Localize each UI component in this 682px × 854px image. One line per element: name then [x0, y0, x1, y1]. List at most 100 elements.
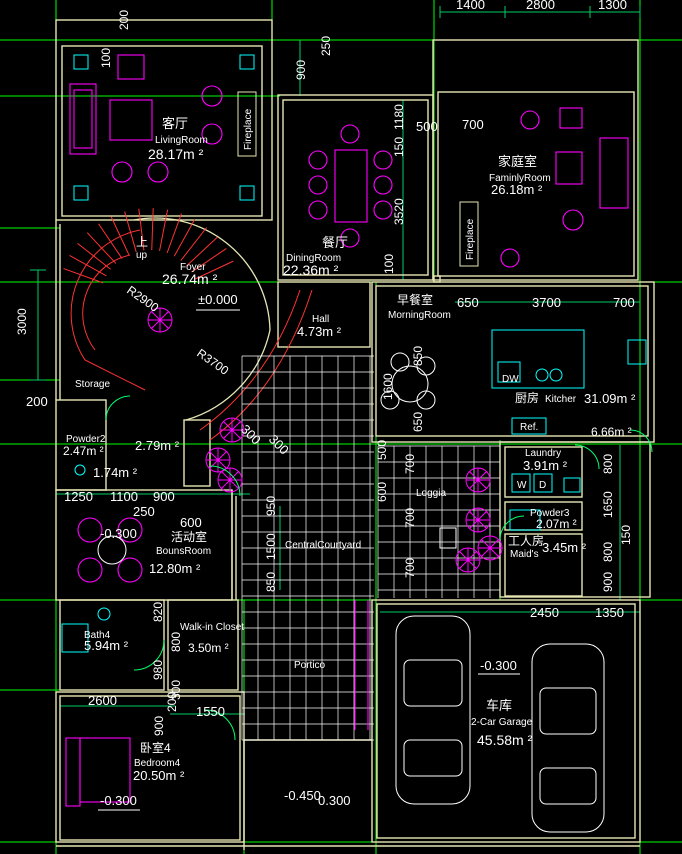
- living-area: 28.17m ²: [148, 146, 204, 162]
- stair-tread: [69, 254, 107, 277]
- plant-leaf: [159, 311, 169, 321]
- dim-600-bonus: 600: [180, 515, 202, 530]
- garage-cars: [395, 615, 605, 833]
- ref-label: Ref.: [520, 422, 538, 433]
- dim-800-maid: 800: [601, 542, 615, 562]
- dim-1550: 1550: [196, 704, 225, 719]
- dim-950: 950: [264, 496, 278, 516]
- hall-en: Hall: [312, 314, 329, 325]
- stair-tread: [195, 260, 234, 280]
- dining-cn: 餐厅: [322, 235, 348, 250]
- dim-200-top: 200: [117, 10, 131, 30]
- up-en: up: [136, 250, 148, 261]
- family-en: FaminlyRoom: [489, 173, 551, 184]
- dim-1600-morning: 1600: [381, 373, 395, 400]
- plant-leaf: [469, 519, 479, 529]
- walkin-en: Walk-in Closet: [180, 622, 244, 633]
- dining-area: 22.36m ²: [283, 262, 339, 278]
- foyer-area: 26.74m ²: [162, 271, 218, 287]
- plant-leaf: [489, 539, 499, 549]
- powder3-en: Powder3: [530, 508, 570, 519]
- stair-tread: [63, 268, 104, 284]
- storage-en: Storage: [75, 379, 110, 390]
- door-swings: [105, 395, 653, 741]
- bonus-area: 12.80m ²: [149, 561, 201, 576]
- w-label: W: [517, 480, 527, 491]
- dim-200-left: 200: [26, 394, 48, 409]
- bath4-en: Bath4: [84, 630, 111, 641]
- dim-1250: 1250: [64, 489, 93, 504]
- dim-top-1: 1400: [456, 0, 485, 12]
- plant-leaf: [459, 559, 469, 569]
- dining-en: DiningRoom: [286, 253, 341, 264]
- kitchen-en: Kitcher: [545, 394, 577, 405]
- dim-800-closet: 800: [169, 632, 183, 652]
- fireplace-right: Fireplace: [465, 218, 476, 260]
- dim-3000: 3000: [15, 308, 29, 335]
- plant-leaf: [469, 471, 479, 481]
- spiral-stair: [63, 208, 234, 284]
- dim-700-family: 700: [462, 117, 484, 132]
- plant-leaf: [467, 551, 477, 561]
- fireplaces: [237, 91, 479, 267]
- laundry-en: Laundry: [525, 448, 561, 459]
- plant-leaf: [159, 319, 169, 329]
- foyer-curves: [70, 217, 313, 441]
- maid-area: 3.45m ²: [542, 540, 587, 555]
- powder3-area: 2.07m ²: [536, 517, 577, 531]
- stair-tread: [98, 223, 123, 259]
- plant-leaf: [467, 559, 477, 569]
- plant-symbols: [147, 307, 503, 573]
- level-portico-low: -0.450: [284, 788, 321, 803]
- area-279: 2.79m ²: [135, 438, 180, 453]
- dim-650-morning-v: 650: [411, 412, 425, 432]
- level-portico-high: 0.300: [318, 793, 351, 808]
- plant-leaf: [477, 511, 487, 521]
- dim-820: 820: [151, 602, 165, 622]
- dim-900-top: 900: [294, 60, 308, 80]
- dim-980: 980: [151, 660, 165, 680]
- powder2-area: 2.47m ²: [63, 444, 104, 458]
- plant-leaf: [209, 459, 219, 469]
- up-cn: 上: [136, 235, 148, 249]
- dim-100-living: 100: [99, 48, 113, 68]
- walkin-area: 3.50m ²: [188, 641, 229, 655]
- fixtures: [61, 54, 647, 653]
- dim-900-bed: 900: [152, 716, 166, 736]
- level-foyer: ±0.000: [198, 292, 238, 307]
- fireplace-left: Fireplace: [243, 108, 254, 150]
- bedroom4-cn: 卧室4: [140, 740, 171, 755]
- plant-leaf: [221, 471, 231, 481]
- garage-en: 2-Car Garage: [471, 717, 533, 728]
- breakfast-table: [97, 352, 457, 565]
- dim-650-morning: 650: [457, 295, 479, 310]
- stair-tread: [159, 209, 169, 252]
- dim-500-loggia: 500: [375, 440, 389, 460]
- dim-top-2: 2800: [526, 0, 555, 12]
- stair-tread: [77, 242, 111, 270]
- bedroom4-area: 20.50m ²: [133, 768, 185, 783]
- dim-1100: 1100: [110, 489, 138, 504]
- dim-500-family: 500: [416, 119, 438, 134]
- morning-cn: 早餐室: [397, 292, 433, 307]
- dim-700-loggia-1: 700: [403, 454, 417, 474]
- maid-cn: 工人房: [508, 533, 544, 548]
- plant-leaf: [489, 547, 499, 557]
- dim-850-court: 850: [264, 572, 278, 592]
- dim-2450: 2450: [530, 605, 559, 620]
- stair-tread: [110, 216, 130, 255]
- dim-700-morning: 700: [613, 295, 635, 310]
- plant-leaf: [481, 539, 491, 549]
- kitchen-area: 31.09m ²: [584, 391, 636, 406]
- plant-leaf: [151, 319, 161, 329]
- dim-850-morning: 850: [411, 346, 425, 366]
- plant-leaf: [481, 547, 491, 557]
- plant-leaf: [469, 511, 479, 521]
- stair-tread: [191, 248, 227, 273]
- maid-en: Maid's: [510, 549, 539, 560]
- dimension-lines: [30, 6, 641, 715]
- portico-en: Portico: [294, 660, 326, 671]
- dim-3700-morning: 3700: [532, 295, 561, 310]
- dim-200-bed: 200: [165, 692, 179, 712]
- dim-900-maid: 900: [601, 572, 615, 592]
